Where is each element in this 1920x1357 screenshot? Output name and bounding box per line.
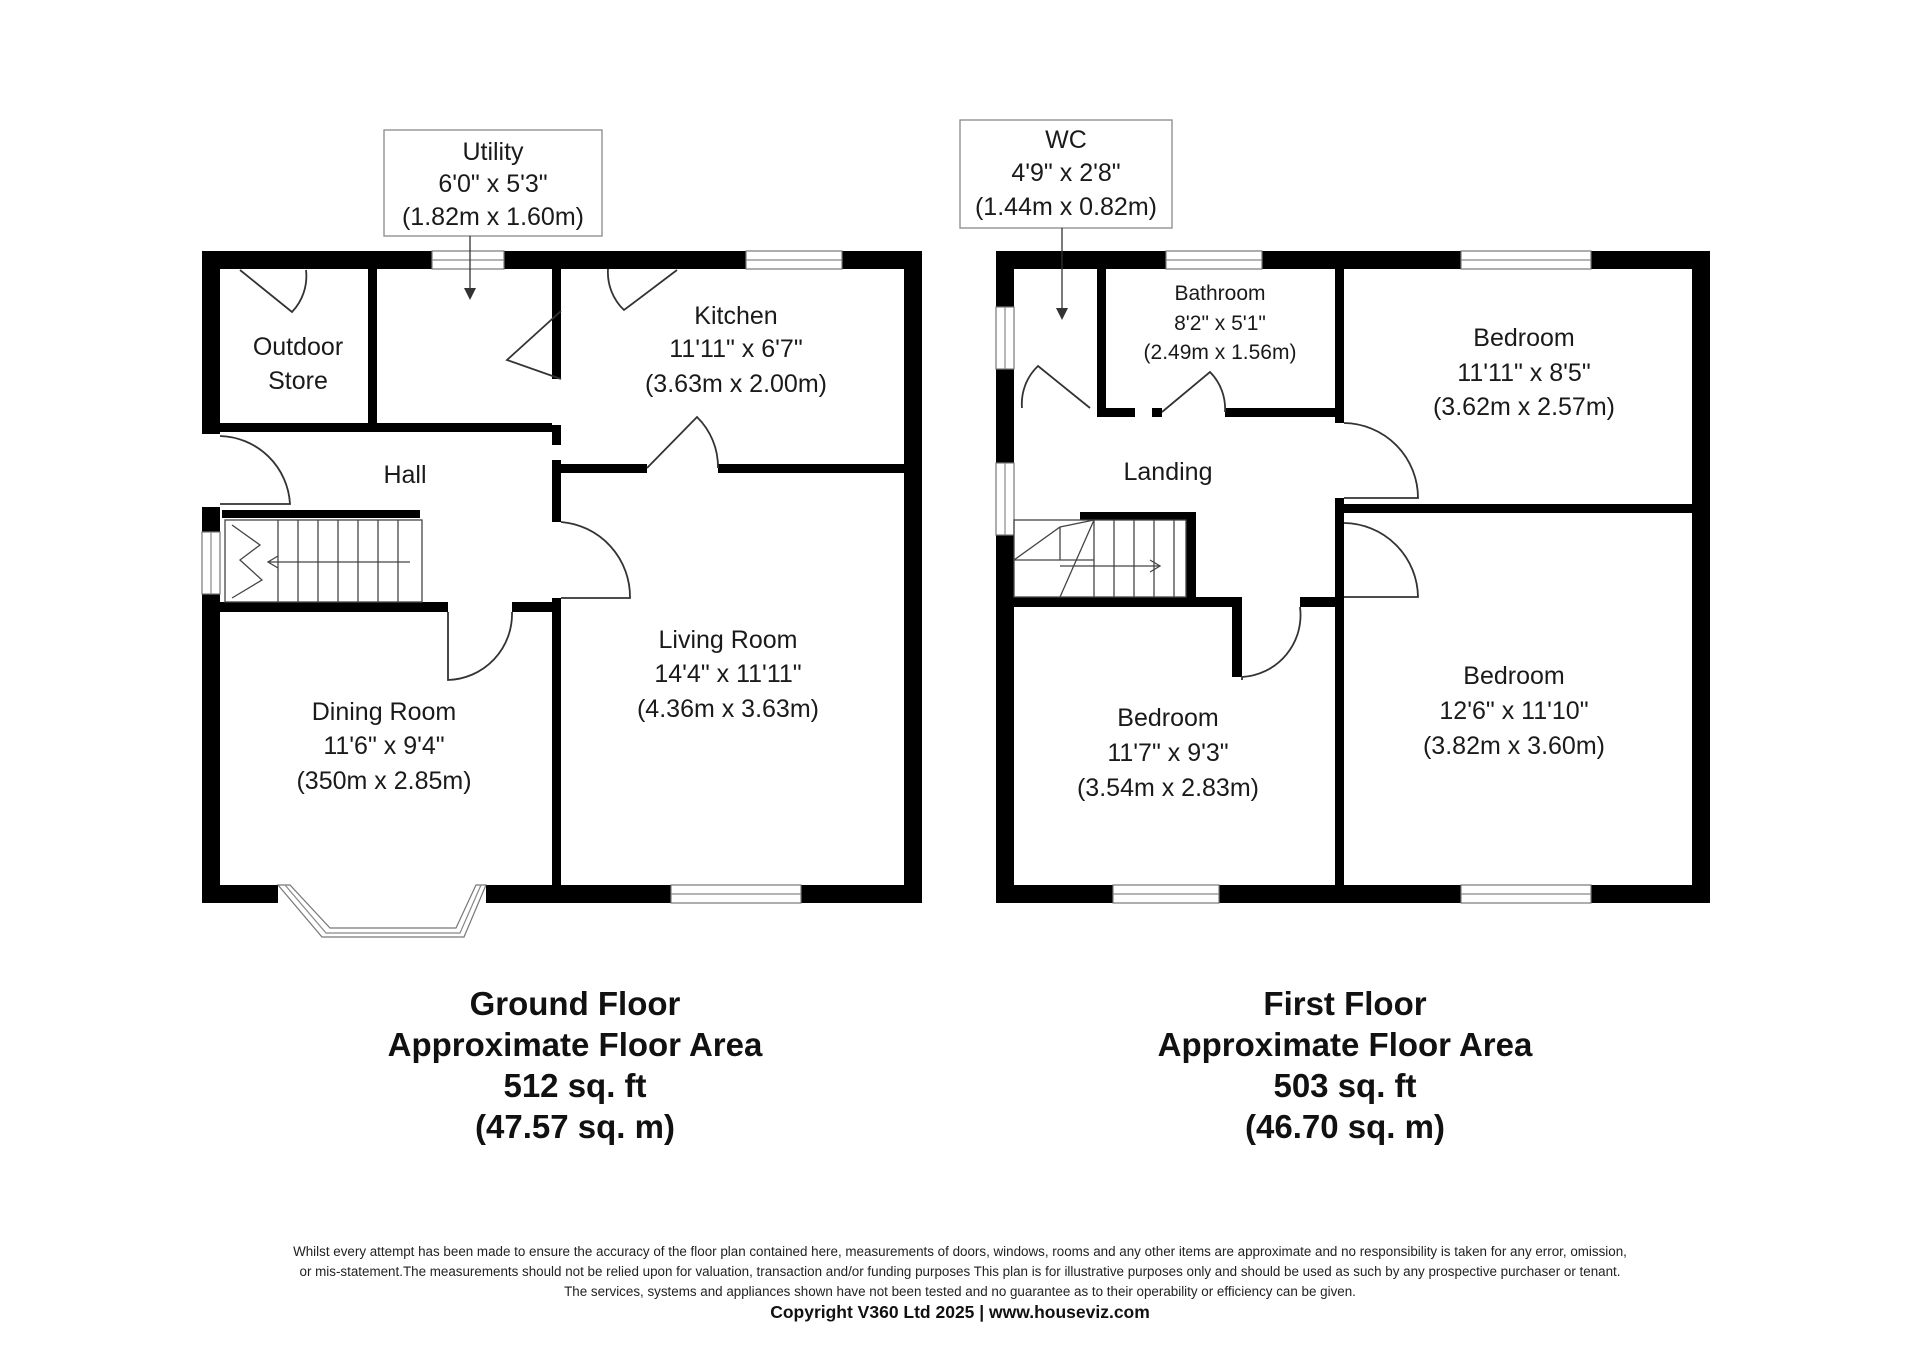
bedroom-front-right-metric: (3.62m x 2.57m): [1433, 393, 1615, 421]
ff-bathroom-door: [1161, 370, 1226, 413]
wc-name: WC: [1045, 126, 1087, 154]
ground-floor-summary: Ground Floor Approximate Floor Area 512 …: [295, 983, 855, 1147]
ff-wc-base-stub: [996, 413, 1014, 423]
gf-top-wall: [202, 251, 922, 269]
ff-bath-base-wall-left: [1097, 408, 1135, 417]
gf-outdoor-utility-divider: [368, 269, 377, 426]
disclaimer-line-1: Whilst every attempt has been made to en…: [293, 1244, 1627, 1259]
utility-metric: (1.82m x 1.60m): [402, 203, 584, 231]
disclaimer: Whilst every attempt has been made to en…: [120, 1242, 1800, 1302]
ff-wc-callout-box: [959, 119, 1173, 229]
gf-left-wall-upper: [202, 251, 220, 434]
first-floor-area-imperial: 503 sq. ft: [1273, 1067, 1417, 1104]
ff-bath-base-wall-right: [1225, 408, 1344, 417]
ff-rear-bedroom-door-jamb: [1232, 597, 1242, 677]
ff-top-wall: [996, 251, 1710, 269]
copyright-notice: Copyright V360 Ltd 2025 | www.houseviz.c…: [770, 1302, 1150, 1322]
gf-hall-dining-door: [447, 611, 513, 681]
wc-imperial: 4'9" x 2'8": [1011, 159, 1120, 187]
gf-outdoor-store-door: [239, 269, 308, 314]
ground-floor-area-imperial: 512 sq. ft: [503, 1067, 647, 1104]
gf-utility-kitchen-wall-lower: [552, 425, 561, 445]
disclaimer-line-3: The services, systems and appliances sho…: [564, 1284, 1356, 1299]
gf-staircase: [224, 519, 423, 603]
gf-utility-kitchen-door: [505, 310, 562, 380]
ground-floor-title: Ground Floor: [469, 985, 681, 1022]
hall-name: Hall: [383, 461, 426, 489]
bedroom-rear-right-metric: (3.82m x 3.60m): [1423, 732, 1605, 760]
disclaimer-line-2: or mis-statement.The measurements should…: [299, 1264, 1621, 1279]
ff-right-wall: [1692, 251, 1710, 903]
bedroom-front-right-imperial: 11'11" x 8'5": [1457, 359, 1590, 387]
bathroom-imperial: 8'2" x 5'1": [1174, 312, 1266, 335]
gf-hall-kitchen-wall: [552, 460, 561, 522]
bedroom-rear-right-name: Bedroom: [1463, 662, 1564, 690]
kitchen-name: Kitchen: [694, 302, 777, 330]
landing-name: Landing: [1124, 458, 1213, 486]
gf-dining-living-wall: [552, 598, 561, 903]
living-room-metric: (4.36m x 3.63m): [637, 695, 819, 723]
gf-left-wall-lower: [202, 507, 220, 903]
ff-stair-right-wall: [1186, 512, 1196, 607]
outdoor-store-name-line2: Store: [268, 367, 328, 395]
gf-kitchen-base-wall-left: [552, 464, 647, 473]
utility-imperial: 6'0" x 5'3": [438, 170, 547, 198]
first-floor-title: First Floor: [1263, 985, 1427, 1022]
outdoor-store-name-line1: Outdoor: [253, 333, 343, 361]
ff-wc-bath-divider: [1097, 269, 1106, 417]
bedroom-rear-right-imperial: 12'6" x 11'10": [1439, 697, 1588, 725]
ground-floor-subtitle: Approximate Floor Area: [387, 1026, 763, 1063]
dining-room-imperial: 11'6" x 9'4": [323, 732, 444, 760]
dining-room-name: Dining Room: [312, 698, 457, 726]
ff-rear-bedroom-top-wall-right: [1300, 597, 1344, 607]
dining-room-metric: (350m x 2.85m): [296, 767, 471, 795]
wc-metric: (1.44m x 0.82m): [975, 193, 1157, 221]
ff-front-bedroom-door: [1343, 422, 1419, 499]
ff-rear-left-bedroom-door: [1241, 606, 1302, 680]
ff-rear-bedroom-top-wall-left: [1014, 597, 1232, 607]
gf-dining-top-wall-left: [220, 602, 448, 612]
bathroom-metric: (2.49m x 1.56m): [1144, 341, 1297, 364]
kitchen-metric: (3.63m x 2.00m): [645, 370, 827, 398]
gf-utility-callout-box: [383, 129, 603, 237]
first-floor-plan: [959, 119, 1710, 904]
bedroom-rear-left-name: Bedroom: [1117, 704, 1218, 732]
ff-front-bedrooms-divider: [1344, 504, 1710, 513]
ff-bath-bedroom-divider: [1335, 269, 1344, 423]
ff-landing-bedroom-wall: [1335, 498, 1344, 903]
gf-bay-window: [276, 884, 487, 938]
bathroom-name: Bathroom: [1174, 282, 1265, 305]
ground-floor-area-metric: (47.57 sq. m): [475, 1108, 675, 1145]
bedroom-front-right-name: Bedroom: [1473, 324, 1574, 352]
room-labels: Utility 6'0" x 5'3" (1.82m x 1.60m) Outd…: [253, 126, 1615, 802]
ff-staircase: [1013, 519, 1187, 598]
gf-kitchen-living-door: [646, 415, 719, 469]
ff-rear-right-bedroom-door: [1343, 522, 1419, 598]
utility-name: Utility: [462, 138, 524, 166]
ground-floor-plan: [201, 129, 922, 938]
ff-stair-top-wall: [1080, 512, 1196, 520]
gf-outdoor-utility-base-wall: [202, 423, 552, 432]
bedroom-rear-left-imperial: 11'7" x 9'3": [1107, 739, 1228, 767]
bedroom-rear-left-metric: (3.54m x 2.83m): [1077, 774, 1259, 802]
ff-bottom-wall: [996, 885, 1710, 903]
ff-bath-base-wall-mid: [1152, 408, 1162, 417]
gf-front-door: [219, 435, 291, 505]
gf-dining-top-wall-right: [512, 602, 561, 612]
first-floor-summary: First Floor Approximate Floor Area 503 s…: [1065, 983, 1625, 1147]
gf-bottom-wall-left: [202, 885, 278, 903]
gf-right-wall: [904, 251, 922, 903]
gf-kitchen-base-wall-right: [718, 464, 922, 473]
gf-kitchen-back-door: [607, 268, 678, 312]
first-floor-subtitle: Approximate Floor Area: [1157, 1026, 1533, 1063]
gf-stair-top-wall: [222, 510, 420, 518]
first-floor-area-metric: (46.70 sq. m): [1245, 1108, 1445, 1145]
living-room-name: Living Room: [659, 626, 798, 654]
gf-hall-living-door: [560, 521, 631, 599]
ff-wc-door: [1020, 364, 1091, 409]
living-room-imperial: 14'4" x 11'11": [654, 660, 801, 688]
kitchen-imperial: 11'11" x 6'7": [669, 335, 802, 363]
gf-utility-kitchen-wall-upper: [552, 269, 561, 379]
